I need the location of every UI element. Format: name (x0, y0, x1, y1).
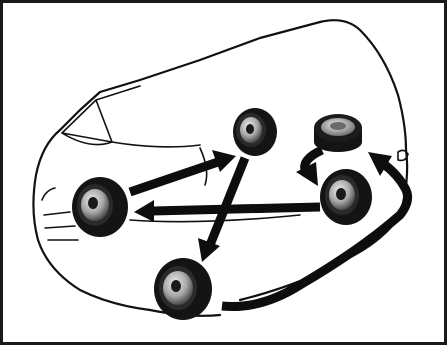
wheel-front-left (72, 177, 128, 237)
door-line-1 (112, 142, 200, 147)
wheel-rear-left (154, 258, 212, 320)
wheel-spare (314, 114, 362, 152)
wheel-rear-right (320, 169, 372, 225)
arrow-spare-to-rear-right (296, 150, 322, 186)
wheel-front-right (233, 108, 277, 156)
grille (42, 188, 78, 240)
arrow-front-left-to-front-right (130, 150, 236, 192)
windshield-top (96, 86, 140, 100)
